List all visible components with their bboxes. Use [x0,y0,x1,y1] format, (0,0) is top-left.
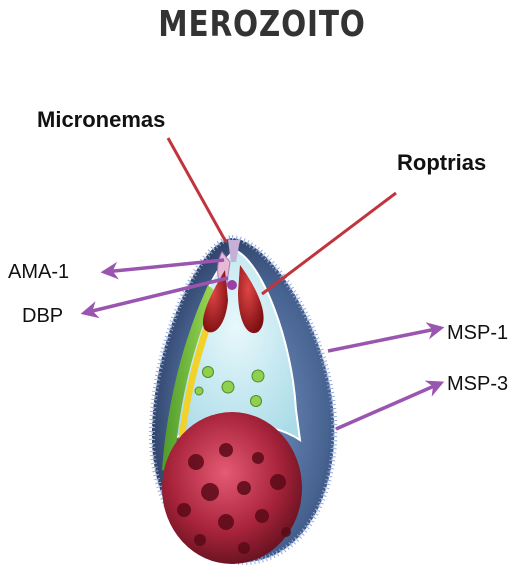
label-msp3: MSP-3 [447,373,508,396]
msp3-arrow [336,383,441,429]
micronemas-arrow [168,138,226,242]
label-dbp: DBP [22,305,63,328]
roptrias-arrow [262,193,396,294]
nucleus [162,412,302,564]
msp1-arrow [328,328,441,351]
label-roptrias: Roptrias [397,150,486,176]
label-msp1: MSP-1 [447,322,508,345]
label-ama1: AMA-1 [8,261,69,284]
label-micronemas: Micronemas [37,107,165,133]
